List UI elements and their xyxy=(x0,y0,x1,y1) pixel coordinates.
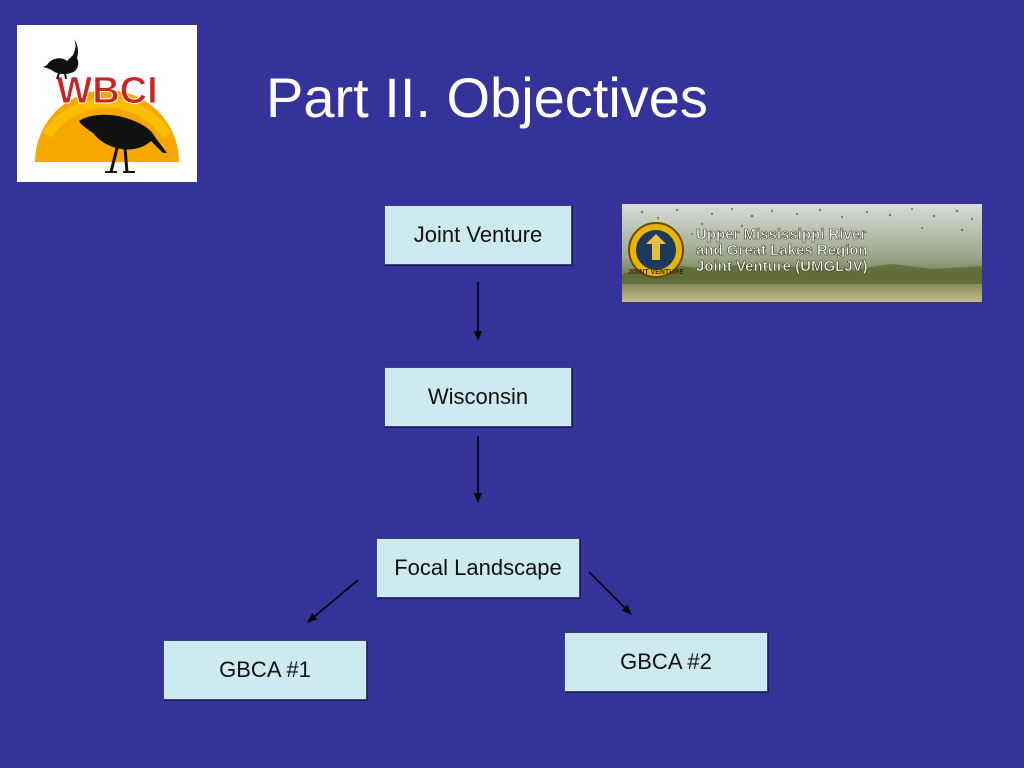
node-focal-landscape-label: Focal Landscape xyxy=(394,555,562,580)
node-joint-venture: Joint Venture xyxy=(384,205,572,265)
wbci-logo-graphic: WBCI xyxy=(35,39,179,173)
node-gbca-2: GBCA #2 xyxy=(564,632,768,692)
node-wisconsin: Wisconsin xyxy=(384,367,572,427)
banner-line-1: Upper Mississippi River xyxy=(696,226,866,243)
node-gbca-1: GBCA #1 xyxy=(163,640,367,700)
wbci-logo: WBCI xyxy=(17,25,197,182)
banner-line-3: Joint Venture (UMGLJV) xyxy=(696,258,868,275)
arrow-focal-landscape-to-gbca2 xyxy=(588,571,632,615)
banner-line-2: and Great Lakes Region xyxy=(696,242,868,259)
svg-text:WBCI: WBCI xyxy=(56,70,157,112)
arrow-focal-landscape-to-gbca1 xyxy=(307,579,359,623)
node-wisconsin-label: Wisconsin xyxy=(427,384,529,409)
node-gbca-2-label: GBCA #2 xyxy=(620,649,712,674)
banner-seal-text: JOINT VENTURE xyxy=(628,269,684,276)
umgljv-banner-graphic: JOINT VENTURE Upper Mississippi River an… xyxy=(622,204,982,302)
node-gbca-1-label: GBCA #1 xyxy=(219,657,311,682)
slide-title: Part II. Objectives xyxy=(266,66,708,129)
node-focal-landscape: Focal Landscape xyxy=(376,538,580,598)
node-joint-venture-label: Joint Venture xyxy=(413,222,543,247)
umgljv-banner: JOINT VENTURE Upper Mississippi River an… xyxy=(622,204,982,302)
